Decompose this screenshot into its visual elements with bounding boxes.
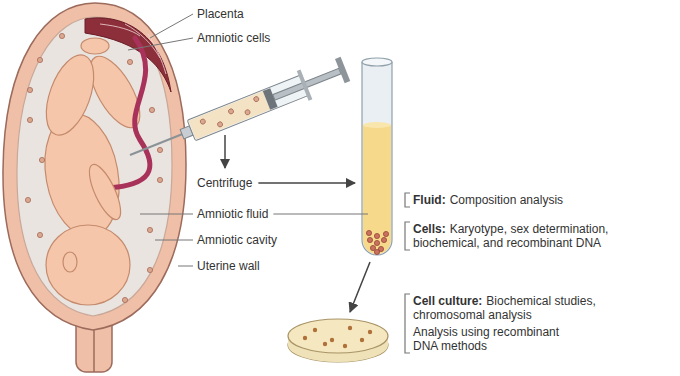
heading-text: Fluid: — [413, 193, 446, 207]
barrel-flange — [297, 70, 313, 101]
test-tube — [362, 62, 392, 255]
fetus-ear — [63, 252, 77, 272]
process-arrow — [350, 262, 370, 312]
fluid-surface — [363, 122, 391, 128]
leader-line — [128, 38, 193, 50]
leader-line — [178, 266, 193, 267]
process-arrow — [258, 182, 355, 184]
label-group: Amniotic cavity — [197, 233, 277, 247]
bracket — [405, 222, 410, 250]
leader-line — [140, 214, 193, 215]
leader-line — [273, 214, 368, 215]
colony — [360, 338, 364, 342]
label-text: Amniotic fluid — [197, 207, 268, 221]
bracket — [405, 294, 410, 353]
culture-dish — [288, 319, 388, 353]
label-group: Analysis using recombinant DNA methods — [413, 325, 583, 353]
brackets-and-arrows — [258, 183, 410, 353]
cell — [200, 118, 206, 124]
colony — [313, 328, 317, 332]
label-group: Placenta — [197, 7, 244, 21]
cell — [149, 107, 154, 112]
label-text: Placenta — [197, 7, 244, 21]
label-text: Centrifuge — [197, 176, 252, 190]
fetus-head — [46, 225, 130, 305]
process-arrow — [224, 135, 226, 168]
tube-fluid — [363, 125, 391, 254]
cell — [244, 109, 250, 115]
fetus-foot — [81, 38, 109, 54]
heading-text: Cells: — [413, 222, 446, 236]
label-group: Fluid: Composition analysis — [413, 193, 563, 207]
plunger-rod — [273, 68, 341, 100]
label-group: Cell culture:Biochemical studies, chromo… — [413, 294, 628, 322]
cell — [59, 33, 64, 38]
cell-colonies — [303, 326, 372, 348]
label-group: Centrifuge — [197, 176, 252, 190]
colony — [348, 326, 352, 330]
cell — [27, 87, 32, 92]
label-text: Analysis using recombinant DNA methods — [413, 325, 559, 353]
bracket — [405, 193, 410, 207]
syringe-fluid — [188, 91, 270, 139]
label-group: Cells:Karyotype, sex determination, bioc… — [413, 222, 675, 250]
label-group: Uterine wall — [197, 259, 260, 273]
cell — [228, 108, 234, 114]
label-group: Amniotic cells — [197, 31, 270, 45]
fetus — [36, 38, 150, 305]
cell — [127, 59, 132, 64]
cell — [37, 57, 42, 62]
cell — [147, 267, 152, 272]
leader-line — [150, 14, 193, 38]
cell — [381, 237, 386, 242]
amniotic-cavity — [17, 17, 172, 316]
cell — [383, 231, 388, 236]
colony — [330, 338, 334, 342]
heading-text: Cell culture: — [413, 294, 482, 308]
label-text: Uterine wall — [197, 259, 260, 273]
cell — [27, 117, 32, 122]
cell — [374, 249, 379, 254]
cell — [39, 157, 44, 162]
umbilical-cord — [108, 38, 150, 188]
cell — [122, 297, 127, 302]
label-group: Amniotic fluid — [197, 207, 268, 221]
cell — [157, 147, 162, 152]
leader-lines — [128, 14, 193, 266]
cervical-canal — [93, 330, 95, 372]
leader-line — [155, 240, 193, 241]
colony — [343, 344, 347, 348]
tube-rim — [362, 58, 392, 66]
cell — [147, 227, 152, 232]
fetus-leg — [37, 49, 103, 142]
colony — [303, 336, 307, 340]
cell — [37, 232, 42, 237]
colony — [323, 342, 327, 346]
uterine-wall — [3, 3, 186, 330]
cell — [25, 197, 30, 202]
colony — [368, 330, 372, 334]
cell — [367, 237, 372, 242]
cell — [157, 177, 162, 182]
amniotic-cells — [25, 33, 162, 302]
cell — [374, 240, 379, 245]
cell — [253, 96, 259, 102]
cell — [366, 230, 371, 235]
label-text: Composition analysis — [450, 193, 563, 207]
syringe-barrel — [187, 75, 308, 141]
cell-pellet — [366, 230, 388, 254]
plunger-thumb — [335, 57, 350, 83]
syringe — [124, 54, 351, 170]
cell — [370, 245, 375, 250]
label-text: Amniotic cells — [197, 31, 270, 45]
label-text: Amniotic cavity — [197, 233, 277, 247]
fetus-arm — [83, 161, 126, 224]
cell — [374, 233, 379, 238]
needle — [130, 133, 184, 155]
cell — [217, 121, 223, 127]
